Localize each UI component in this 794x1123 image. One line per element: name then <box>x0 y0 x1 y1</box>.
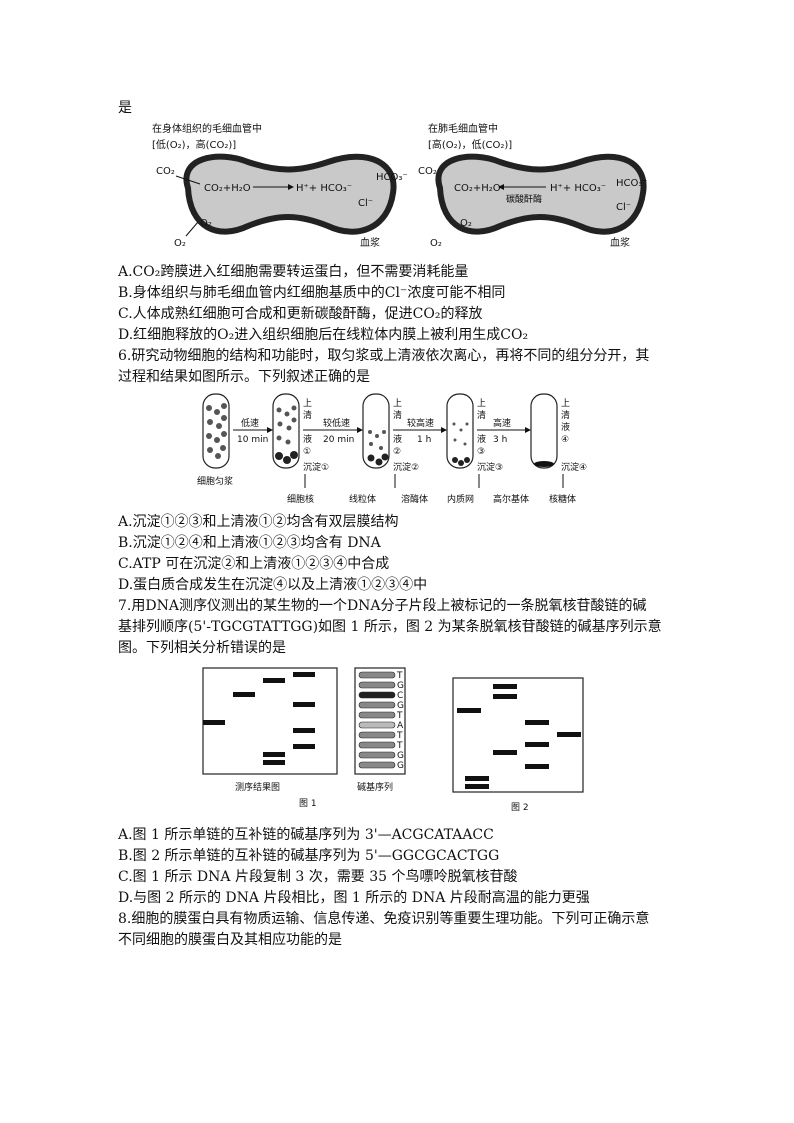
svg-text:上: 上 <box>393 398 402 409</box>
svg-text:血浆: 血浆 <box>610 236 630 249</box>
option-7c: C.图 1 所示 DNA 片段复制 3 次，需要 35 个鸟嘌呤脱氧核苷酸 <box>118 869 518 885</box>
option-7b: B.图 2 所示单链的互补链的碱基序列为 5'—GGCGCACTGG <box>118 848 500 864</box>
svg-text:清: 清 <box>303 409 312 421</box>
svg-text:液: 液 <box>303 433 312 445</box>
question-6-cont: 过程和结果如图所示。下列叙述正确的是 <box>118 369 370 385</box>
svg-text:H⁺+ HCO₃⁻: H⁺+ HCO₃⁻ <box>296 183 352 194</box>
svg-text:沉淀②: 沉淀② <box>393 461 419 473</box>
question-8-cont: 不同细胞的膜蛋白及其相应功能的是 <box>118 932 342 948</box>
svg-text:O₂: O₂ <box>460 218 472 229</box>
question-8: 8.细胞的膜蛋白具有物质运输、信息传递、免疫识别等重要生理功能。下列可正确示意 <box>118 911 650 927</box>
svg-text:CO₂: CO₂ <box>418 166 437 177</box>
question-7-cont2: 图。下列相关分析错误的是 <box>118 640 286 656</box>
question-6: 6.研究动物细胞的结构和功能时，取匀浆或上清液依次离心，再将不同的组分分开，其 <box>118 348 650 364</box>
svg-text:CO₂: CO₂ <box>156 166 175 177</box>
question-text: 是 <box>118 100 132 116</box>
svg-text:③: ③ <box>477 447 485 457</box>
left-cell-subtitle: [低(O₂)，高(CO₂)] <box>152 138 236 151</box>
svg-text:沉淀③: 沉淀③ <box>477 461 503 473</box>
option-5a: A.CO₂跨膜进入红细胞需要转运蛋白，但不需要消耗能量 <box>118 264 469 280</box>
svg-text:血浆: 血浆 <box>360 236 380 249</box>
option-6d: D.蛋白质合成发生在沉淀④以及上清液①②③④中 <box>118 577 428 593</box>
svg-text:清: 清 <box>477 409 486 421</box>
svg-text:较低速: 较低速 <box>323 417 350 429</box>
right-cell-title: 在肺毛细血管中 <box>428 122 498 135</box>
svg-text:液: 液 <box>393 433 402 445</box>
left-cell-title: 在身体组织的毛细血管中 <box>152 122 262 135</box>
svg-text:碳酸酐酶: 碳酸酐酶 <box>506 193 542 205</box>
svg-text:10 min: 10 min <box>237 435 268 445</box>
svg-text:3 h: 3 h <box>493 435 507 445</box>
svg-text:④: ④ <box>561 435 569 445</box>
fig2-caption: 图 2 <box>511 802 529 813</box>
base-seq-label: 碱基序列 <box>357 781 393 793</box>
fig1-caption: 图 1 <box>299 798 317 809</box>
svg-text:T: T <box>396 731 403 741</box>
seq-result-label: 测序结果图 <box>235 781 280 793</box>
svg-text:O₂: O₂ <box>200 218 212 229</box>
right-cell-subtitle: [高(O₂)，低(CO₂)] <box>428 138 512 151</box>
svg-text:20 min: 20 min <box>323 435 354 445</box>
svg-text:Cl⁻: Cl⁻ <box>358 198 373 209</box>
svg-text:液: 液 <box>477 433 486 445</box>
svg-text:细胞核: 细胞核 <box>287 493 314 505</box>
svg-text:①: ① <box>303 447 311 457</box>
svg-text:CO₂+H₂O: CO₂+H₂O <box>204 183 251 194</box>
option-7a: A.图 1 所示单链的互补链的碱基序列为 3'—ACGCATAACC <box>118 827 494 843</box>
svg-text:较高速: 较高速 <box>407 417 434 429</box>
dna-figure: 测序结果图 图 1 T G C G T A T T G G 碱基序列 <box>202 667 584 813</box>
svg-text:T: T <box>396 671 403 681</box>
svg-text:内质网: 内质网 <box>447 493 474 505</box>
svg-text:清: 清 <box>561 409 570 421</box>
option-6c: C.ATP 可在沉淀②和上清液①②③④中合成 <box>118 556 390 572</box>
svg-text:CO₂+H₂O: CO₂+H₂O <box>454 183 501 194</box>
svg-text:上: 上 <box>561 398 570 409</box>
svg-text:低速: 低速 <box>241 417 259 429</box>
svg-text:G: G <box>397 681 404 691</box>
svg-text:上: 上 <box>477 398 486 409</box>
svg-text:O₂: O₂ <box>174 238 186 249</box>
svg-text:T: T <box>396 741 403 751</box>
option-6b: B.沉淀①②④和上清液①②③均含有 DNA <box>118 535 381 551</box>
svg-text:高速: 高速 <box>493 417 511 429</box>
svg-text:T: T <box>396 711 403 721</box>
svg-text:高尔基体: 高尔基体 <box>493 493 529 505</box>
svg-text:C: C <box>397 691 403 701</box>
svg-text:HCO₃⁻: HCO₃⁻ <box>616 178 648 189</box>
svg-text:液: 液 <box>561 421 570 433</box>
svg-text:②: ② <box>393 447 401 457</box>
svg-text:1 h: 1 h <box>417 435 431 445</box>
svg-text:G: G <box>397 701 404 711</box>
svg-text:沉淀①: 沉淀① <box>303 461 329 473</box>
svg-text:上: 上 <box>303 398 312 409</box>
svg-text:H⁺+ HCO₃⁻: H⁺+ HCO₃⁻ <box>550 183 606 194</box>
option-5b: B.身体组织与肺毛细血管内红细胞基质中的Cl⁻浓度可能不相同 <box>118 285 506 301</box>
option-6a: A.沉淀①②③和上清液①②均含有双层膜结构 <box>118 514 399 530</box>
svg-text:沉淀④: 沉淀④ <box>561 461 587 473</box>
svg-text:G: G <box>397 751 404 761</box>
svg-text:溶酶体: 溶酶体 <box>401 493 428 505</box>
option-5c: C.人体成熟红细胞可合成和更新碳酸酐酶，促进CO₂的释放 <box>118 306 483 322</box>
svg-text:清: 清 <box>393 409 402 421</box>
svg-text:核糖体: 核糖体 <box>549 493 576 505</box>
svg-text:HCO₃⁻: HCO₃⁻ <box>376 172 408 183</box>
question-7-cont: 基排列顺序(5'-TGCGTATTGG)如图 1 所示，图 2 为某条脱氧核苷酸… <box>118 619 662 635</box>
rbc-figure: 在身体组织的毛细血管中 [低(O₂)，高(CO₂)] CO₂+H₂O H⁺+ H… <box>148 118 648 258</box>
svg-text:Cl⁻: Cl⁻ <box>616 202 631 213</box>
option-7d: D.与图 2 所示的 DNA 片段相比，图 1 所示的 DNA 片段耐高温的能力… <box>118 890 590 906</box>
svg-text:细胞匀浆: 细胞匀浆 <box>197 475 233 487</box>
svg-text:G: G <box>397 761 404 771</box>
question-7: 7.用DNA测序仪测出的某生物的一个DNA分子片段上被标记的一条脱氧核苷酸链的碱 <box>118 598 647 614</box>
svg-text:O₂: O₂ <box>430 238 442 249</box>
svg-text:线粒体: 线粒体 <box>349 493 376 505</box>
svg-text:A: A <box>397 721 404 731</box>
option-5d: D.红细胞释放的O₂进入组织细胞后在线粒体内膜上被利用生成CO₂ <box>118 327 529 343</box>
